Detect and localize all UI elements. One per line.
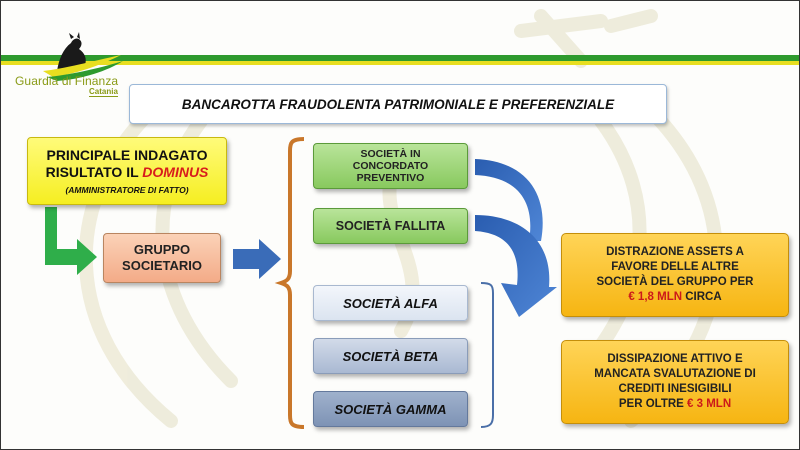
header-stripe-green bbox=[1, 55, 799, 61]
distrazione-line-2: FAVORE DELLE ALTRE bbox=[611, 261, 739, 273]
asset-dissipation-box: DISSIPAZIONE ATTIVO E MANCATA SVALUTAZIO… bbox=[561, 340, 789, 424]
header-stripe-yellow bbox=[1, 61, 799, 65]
company-gamma-box: SOCIETÀ GAMMA bbox=[313, 391, 468, 427]
dissipazione-prefix: PER OLTRE bbox=[618, 398, 688, 410]
company-alfa-box: SOCIETÀ ALFA bbox=[313, 285, 468, 321]
asset-diversion-box: DISTRAZIONE ASSETS A FAVORE DELLE ALTRE … bbox=[561, 233, 789, 317]
dissipazione-line-1: DISSIPAZIONE ATTIVO E bbox=[607, 353, 743, 365]
concordato-line-3: PREVENTIVO bbox=[356, 172, 425, 184]
company-fallita-box: SOCIETÀ FALLITA bbox=[313, 208, 468, 244]
dissipazione-line-3: CREDITI INESIGIBILI bbox=[618, 383, 732, 395]
principal-line-2: RISULTATO IL DOMINUS bbox=[46, 164, 209, 181]
distrazione-line-1: DISTRAZIONE ASSETS A bbox=[606, 246, 744, 258]
logo-name: Guardia di Finanza bbox=[15, 74, 119, 88]
gruppo-line-2: SOCIETARIO bbox=[122, 258, 202, 273]
distrazione-line-4: € 1,8 MLN CIRCA bbox=[628, 290, 721, 305]
logo-subtitle: Catania bbox=[89, 87, 118, 97]
principal-line-2-prefix: RISULTATO IL bbox=[45, 164, 143, 180]
dissipazione-amount: € 3 MLN bbox=[687, 398, 732, 410]
panther-icon bbox=[43, 32, 123, 81]
principal-line-1: PRINCIPALE INDAGATO bbox=[46, 147, 208, 163]
principal-line-3: (AMMINISTRATORE DI FATTO) bbox=[65, 185, 189, 195]
page-title: BANCAROTTA FRAUDOLENTA PATRIMONIALE E PR… bbox=[129, 84, 667, 124]
corporate-group-box: GRUPPO SOCIETARIO bbox=[103, 233, 221, 283]
concordato-line-1: SOCIETÀ IN bbox=[360, 148, 421, 160]
distrazione-suffix: CIRCA bbox=[682, 291, 722, 303]
company-beta-box: SOCIETÀ BETA bbox=[313, 338, 468, 374]
distrazione-line-3: SOCIETÀ DEL GRUPPO PER bbox=[596, 276, 754, 288]
concordato-line-2: CONCORDATO bbox=[352, 160, 429, 172]
dissipazione-line-4: PER OLTRE € 3 MLN bbox=[619, 397, 731, 412]
gruppo-line-1: GRUPPO bbox=[133, 242, 191, 257]
dominus-label: DOMINUS bbox=[142, 164, 209, 180]
dissipazione-line-2: MANCATA SVALUTAZIONE DI bbox=[594, 368, 756, 380]
principal-suspect-box: PRINCIPALE INDAGATO RISULTATO IL DOMINUS… bbox=[27, 137, 227, 205]
distrazione-amount: € 1,8 MLN bbox=[628, 291, 683, 303]
company-concordato-box: SOCIETÀ IN CONCORDATO PREVENTIVO bbox=[313, 143, 468, 189]
